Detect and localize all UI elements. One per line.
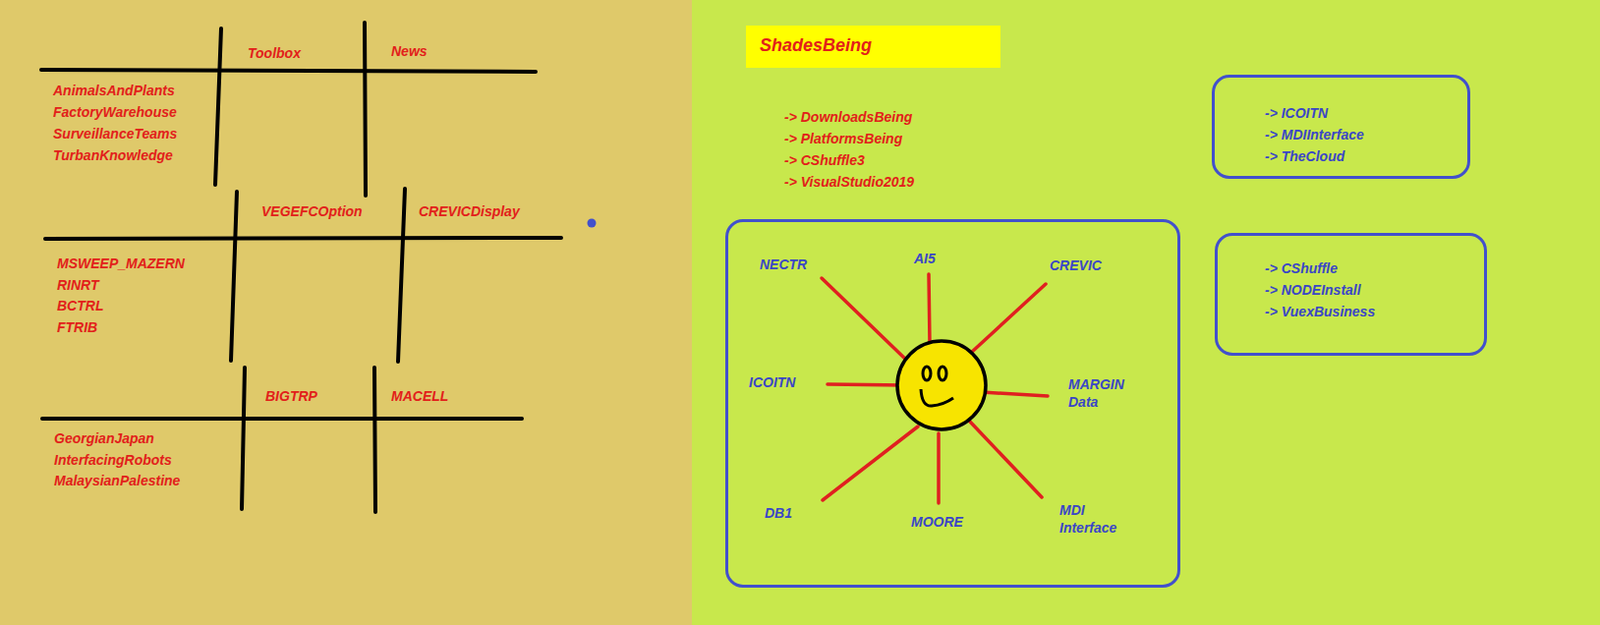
node-text: AI5 — [914, 249, 936, 268]
list-box: -> CShuffle -> NODEInstall -> VuexBusiness — [1214, 232, 1487, 356]
text-label: SurveillanceTeams — [53, 124, 177, 143]
node-text: MOORE — [911, 513, 964, 531]
node-text: -> MDIInterface — [1264, 125, 1365, 144]
text-label: MSWEEP_MAZERN — [57, 254, 185, 273]
text-label: News — [391, 42, 428, 60]
sun-rays — [821, 274, 1048, 504]
sun-face — [897, 341, 986, 430]
title-box: ShadesBeing — [745, 25, 1001, 68]
node-text: ShadesBeing — [759, 34, 872, 57]
node-text: -> TheCloud — [1264, 147, 1345, 166]
node-text: CREVIC — [1049, 256, 1102, 275]
text-label: -> DownloadsBeing — [784, 108, 913, 126]
text-label: BCTRL — [57, 296, 104, 315]
list-box: -> ICOITN -> MDIInterface -> TheCloud — [1211, 74, 1471, 179]
text-label: RINRT — [57, 276, 100, 294]
node-text: ICOITN — [748, 373, 796, 392]
text-label: TurbanKnowledge — [53, 146, 173, 165]
text-label: FactoryWarehouse — [53, 103, 177, 121]
node-text: -> CShuffle — [1264, 259, 1338, 278]
text-label: -> VisualStudio2019 — [784, 172, 915, 191]
text-label: CREVICDisplay — [418, 202, 520, 221]
node-text: -> VuexBusiness — [1264, 302, 1375, 321]
node-text: MDI Interface — [1059, 501, 1117, 537]
text-label: FTRIB — [57, 318, 98, 337]
text-label: MalaysianPalestine — [54, 471, 180, 490]
text-label: Toolbox — [247, 44, 301, 62]
node-text: MARGIN Data — [1068, 375, 1125, 411]
text-label: -> CShuffle3 — [784, 151, 865, 170]
node-text: -> ICOITN — [1264, 104, 1328, 122]
grid-lines — [41, 22, 562, 513]
text-label: VEGEFCOption — [261, 202, 363, 221]
node-text: NECTR — [759, 255, 807, 274]
text-label: BIGTRP — [265, 387, 318, 405]
left-panel — [0, 0, 692, 625]
node-text: DB1 — [764, 504, 793, 522]
right-panel — [691, 0, 1600, 625]
text-label: -> PlatformsBeing — [784, 129, 903, 148]
sun-box: NECTR AI5 CREVIC ICOITN MARGIN DataDB1MOORE M… — [725, 219, 1181, 588]
blue-dot — [587, 219, 597, 229]
text-label: AnimalsAndPlants — [53, 81, 175, 100]
node-text: -> NODEInstall — [1264, 281, 1362, 299]
text-label: InterfacingRobots — [54, 451, 172, 469]
text-label: MACELL — [391, 387, 449, 405]
text-label: GeorgianJapan — [54, 429, 155, 448]
